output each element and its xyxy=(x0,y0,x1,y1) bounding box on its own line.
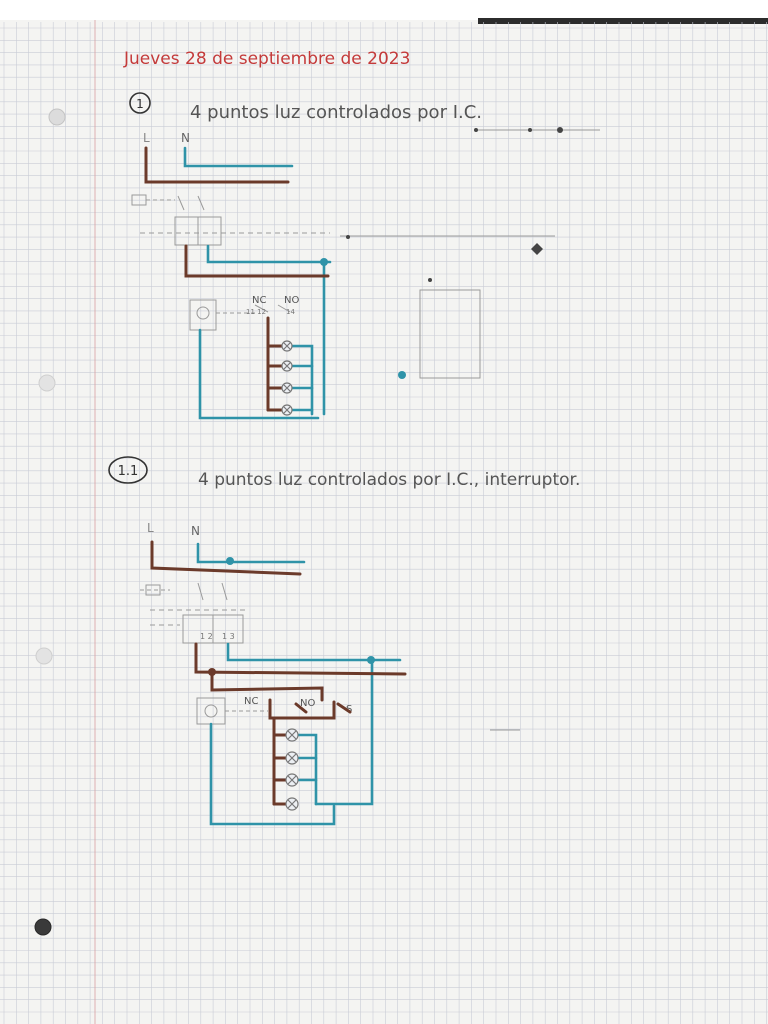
neutral-wiring-2 xyxy=(196,542,402,826)
neutral-return xyxy=(198,328,320,420)
lamp-group-1 xyxy=(281,340,293,416)
breaker-contacts-2 xyxy=(197,582,228,601)
lamp-phase-taps-2 xyxy=(272,733,290,806)
test-button-icon-2 xyxy=(145,584,161,596)
neutral-label-2: N xyxy=(191,524,200,538)
exercise-1-1: 1.1 4 puntos luz controlados por I.C., i… xyxy=(108,456,580,826)
lamp-neutral-1 xyxy=(288,344,314,416)
junction-dot xyxy=(320,258,328,266)
lamp-icon xyxy=(285,728,299,742)
line-label-2: L xyxy=(147,521,154,535)
contact-nc-pins: 11 12 xyxy=(246,308,266,316)
phase-bus xyxy=(144,146,290,184)
binder-hole-icon xyxy=(34,918,52,936)
neutral-bus xyxy=(183,146,294,168)
sensor-icon-2 xyxy=(204,704,218,718)
contact-nc-label: NC xyxy=(252,295,266,306)
switch-label: S xyxy=(346,704,352,715)
switch-contact xyxy=(336,702,352,714)
contact-nc-label-2: NC xyxy=(244,696,258,707)
lamp-icon xyxy=(285,797,299,811)
exercise-1-number-circle xyxy=(129,92,151,114)
line-label: L xyxy=(143,131,150,145)
switch-loop xyxy=(268,698,336,720)
sketch-dots xyxy=(346,127,563,282)
phase-wiring-2 xyxy=(150,540,407,806)
exercise-2-title: 4 puntos luz controlados por I.C., inter… xyxy=(198,470,580,490)
neutral-feed-2 xyxy=(226,642,402,662)
lamp-icon xyxy=(281,404,293,416)
binder-hole-icon xyxy=(35,647,53,665)
desk-edge xyxy=(478,18,768,24)
phase-wiring xyxy=(144,146,330,412)
exercise-1-number: 1 xyxy=(136,97,144,111)
relay-contacts xyxy=(254,304,291,313)
phase-feed-2 xyxy=(194,642,407,676)
neutral-bus-2 xyxy=(196,542,306,564)
no-contact xyxy=(294,702,308,714)
top-edge xyxy=(0,0,768,20)
lamp-icon xyxy=(285,751,299,765)
junction-dot-sketch xyxy=(398,371,406,379)
grid-lines xyxy=(0,22,768,1024)
junction-dot-3 xyxy=(367,656,375,664)
phase-feed xyxy=(184,244,330,278)
neutral-label: N xyxy=(181,131,190,145)
relay-box xyxy=(189,299,217,331)
junction-dot-2 xyxy=(226,557,234,565)
lamp-icon xyxy=(281,340,293,352)
phase-bus-2 xyxy=(150,540,302,576)
binder-hole-icon xyxy=(48,108,66,126)
phase-to-contacts xyxy=(210,670,324,702)
breaker-left-pins: 1 2 xyxy=(200,632,213,641)
pencil-construction-2 xyxy=(140,582,520,731)
pencil-construction xyxy=(131,129,600,379)
lamp-icon xyxy=(281,360,293,372)
contact-no-label-2: NO xyxy=(300,698,315,709)
diamond-marker-icon xyxy=(531,243,543,255)
binder-hole-icon xyxy=(38,374,56,392)
contact-no-label: NO xyxy=(284,295,299,306)
neutral-riser-2 xyxy=(314,658,374,806)
breaker-right-pins: 1 3 xyxy=(222,632,235,641)
breaker-contacts xyxy=(177,195,205,211)
date-heading: Jueves 28 de septiembre de 2023 xyxy=(123,49,410,69)
junction-dot-phase xyxy=(208,668,216,676)
exercise-2-number-circle xyxy=(108,456,148,484)
exercise-1: 1 4 puntos luz controlados por I.C. L N … xyxy=(129,92,600,420)
neutral-wiring xyxy=(183,146,332,420)
lamp-icon xyxy=(285,773,299,787)
contact-no-pins: 14 xyxy=(286,308,295,316)
exercise-2-number: 1.1 xyxy=(118,464,139,479)
lamp-phase-taps xyxy=(266,344,286,412)
lamp-icon xyxy=(281,382,293,394)
pencil-sketch-box xyxy=(419,289,481,379)
sensor-icon xyxy=(196,306,210,320)
exercise-1-title: 4 puntos luz controlados por I.C. xyxy=(190,102,482,123)
neutral-return-2 xyxy=(209,722,336,826)
lamp-group-2 xyxy=(285,728,299,811)
neutral-feed xyxy=(206,244,332,264)
